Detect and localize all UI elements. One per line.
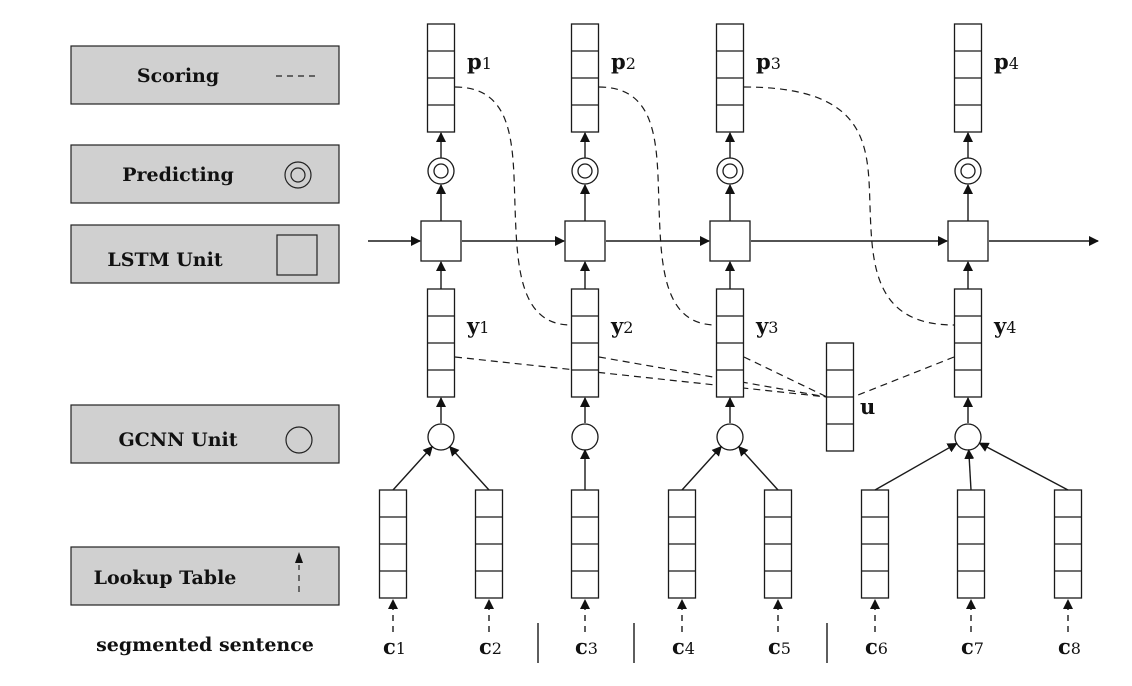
- lstm-unit: [947, 220, 989, 262]
- legend-predicting: Predicting: [70, 144, 340, 204]
- vector-y: [570, 288, 600, 398]
- square-icon: [276, 234, 318, 276]
- scoring-curve: [454, 86, 572, 326]
- gcnn-unit: [427, 423, 455, 451]
- legend-gcnn-label: GCNN Unit: [118, 429, 237, 451]
- arrow-embedding-to-gcnn: [978, 442, 1069, 491]
- gcnn-unit: [571, 423, 599, 451]
- dashed-arrow-up-icon: [295, 552, 303, 592]
- predict-node-inner: [433, 163, 449, 179]
- scoring-line-to-u: [598, 356, 828, 398]
- legend-lookup: Lookup Table: [70, 546, 340, 606]
- legend-scoring-label: Scoring: [137, 65, 219, 87]
- predict-node: [571, 157, 599, 185]
- label-p: p4: [994, 49, 1019, 74]
- lstm-unit: [420, 220, 462, 262]
- vector-u: [825, 342, 855, 452]
- arrow-embedding-to-gcnn: [392, 445, 433, 491]
- arrow-embedding-to-gcnn: [449, 445, 490, 491]
- vector-p: [570, 23, 600, 133]
- label-y: y3: [755, 313, 778, 338]
- arrow-embedding-to-gcnn: [964, 448, 975, 491]
- gcnn-unit: [954, 423, 982, 451]
- vector-char-embedding: [378, 489, 408, 599]
- scoring-line-to-u: [743, 356, 828, 398]
- label-char: c2: [479, 634, 502, 659]
- label-p: p1: [467, 49, 492, 74]
- predict-node: [954, 157, 982, 185]
- vector-p: [953, 23, 983, 133]
- legend-predicting-label: Predicting: [122, 164, 234, 186]
- vector-p: [426, 23, 456, 133]
- vector-char-embedding: [860, 489, 890, 599]
- label-char: c1: [383, 634, 406, 659]
- vector-char-embedding: [763, 489, 793, 599]
- label-char: c7: [961, 634, 984, 659]
- label-p: p3: [756, 49, 781, 74]
- legend-lstm-label: LSTM Unit: [107, 249, 222, 271]
- predict-node-inner: [577, 163, 593, 179]
- vector-p: [715, 23, 745, 133]
- scoring-curve: [743, 86, 955, 326]
- vector-y: [426, 288, 456, 398]
- legend-lookup-label: Lookup Table: [94, 567, 237, 589]
- arrow-embedding-to-gcnn: [681, 445, 722, 491]
- label-y: y1: [466, 313, 489, 338]
- label-char: c5: [768, 634, 791, 659]
- label-char: c6: [865, 634, 888, 659]
- arrow-embedding-to-gcnn: [874, 442, 958, 491]
- legend: Scoring Predicting LSTM Unit GCNN Unit L…: [70, 45, 340, 656]
- arrow-embedding-to-gcnn: [738, 445, 779, 491]
- vector-y: [715, 288, 745, 398]
- label-u: u: [860, 394, 875, 419]
- vector-char-embedding: [570, 489, 600, 599]
- label-y: y4: [993, 313, 1016, 338]
- label-char: c8: [1058, 634, 1081, 659]
- legend-lstm: LSTM Unit: [70, 224, 340, 284]
- label-char: c3: [575, 634, 598, 659]
- predict-node: [716, 157, 744, 185]
- lstm-unit: [709, 220, 751, 262]
- legend-gcnn: GCNN Unit: [70, 404, 340, 464]
- segmented-sentence-label: segmented sentence: [96, 634, 314, 656]
- vector-y: [953, 288, 983, 398]
- label-y: y2: [610, 313, 633, 338]
- vector-char-embedding: [1053, 489, 1083, 599]
- circle-icon: [285, 426, 313, 454]
- predict-node-inner: [722, 163, 738, 179]
- lstm-unit: [564, 220, 606, 262]
- scoring-line-to-u: [454, 356, 828, 398]
- label-char: c4: [672, 634, 695, 659]
- predict-node-inner: [960, 163, 976, 179]
- vector-char-embedding: [474, 489, 504, 599]
- predict-node: [427, 157, 455, 185]
- vector-char-embedding: [667, 489, 697, 599]
- gcnn-unit: [716, 423, 744, 451]
- legend-scoring: Scoring: [70, 45, 340, 105]
- label-p: p2: [611, 49, 636, 74]
- vector-char-embedding: [956, 489, 986, 599]
- scoring-line-to-u: [852, 356, 955, 398]
- double-circle-icon: [284, 161, 312, 189]
- network: u p1 y1 c1 c2 p2 y2 c3 p3 y3 c4 c5 p4 y4 c6 c7 c8: [368, 23, 1099, 663]
- scoring-curve: [598, 86, 717, 326]
